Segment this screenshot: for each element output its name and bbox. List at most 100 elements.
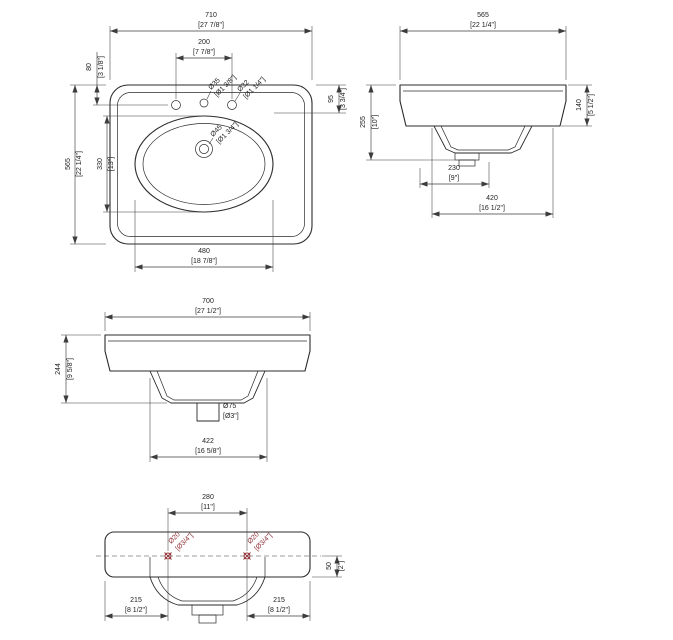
dim-mm-label: 700 — [202, 298, 214, 305]
dim-base-depth: 420 [16 1/2"] — [431, 128, 554, 218]
dim-inch-label: [9"] — [449, 175, 459, 182]
sink-front-profile — [104, 334, 311, 372]
sink-profile — [399, 84, 567, 127]
dim-mm-label: 215 — [273, 597, 285, 604]
bottom-view: Ø20 [Ø3/4"] Ø20 [Ø3/4"] 280 [11"] 215 [8… — [96, 494, 345, 624]
dim-mm-label: 95 — [328, 95, 335, 103]
dim-mm-label: 422 — [202, 438, 214, 445]
label-tap-hole-side: Ø32 [Ø1 1/4"] — [234, 76, 267, 102]
trap-upper — [191, 604, 224, 616]
dim-inch-label: [3 1/8"] — [98, 56, 105, 78]
leader-line — [206, 90, 212, 100]
dim-inch-label: [22 1/4"] — [470, 22, 496, 29]
hole-cross-icon — [243, 552, 251, 560]
dim-tap-offset: 80 [3 1/8"] — [86, 52, 168, 106]
bowl-front-outer — [149, 370, 266, 404]
tap-hole-left — [171, 100, 181, 110]
dim-side-depth: 565 [22 1/4"] — [399, 12, 567, 80]
hole-circle — [164, 552, 172, 560]
dim-front-height: 244 [9 5/8"] — [55, 334, 167, 404]
bowl-profile-inner — [440, 125, 526, 151]
dim-side-margin-right: 215 [8 1/2"] — [246, 560, 311, 621]
sink-inner-rim — [117, 92, 305, 237]
drain-fitting-lower — [458, 159, 476, 167]
dim-hole-to-bottom: 50 [2"] — [312, 555, 345, 578]
dim-mm-label: 565 — [477, 12, 489, 19]
dim-mm-label: 565 — [65, 158, 72, 170]
dim-tap-spacing: 200 [7 7/8"] — [175, 39, 233, 99]
label-fixing-hole-left: Ø20 [Ø3/4"] — [167, 531, 194, 552]
drain-fitting-upper — [454, 152, 480, 161]
plan-view: 710 [27 7/8"] 565 [22 1/4"] 330 [13"] 80… — [65, 12, 347, 272]
fixing-hole-right-mark — [243, 552, 251, 560]
leader-line — [234, 92, 241, 102]
dim-mm-label: 215 — [130, 597, 142, 604]
dim-mm-label: 480 — [198, 248, 210, 255]
dim-side-margin-left: 215 [8 1/2"] — [104, 560, 169, 621]
dim-mm-label: 420 — [486, 195, 498, 202]
dim-inch-label: [2"] — [338, 561, 345, 571]
label-drain-hole: Ø45 [Ø1 3/4"] — [208, 121, 240, 145]
fixing-hole-left-mark — [164, 552, 172, 560]
dim-base-width: 422 [16 5/8"] — [149, 378, 268, 462]
dim-inch-label: [18 7/8"] — [191, 258, 217, 265]
dim-inch-label: [10"] — [372, 115, 379, 129]
dim-mm-label: 140 — [576, 99, 583, 111]
dim-mm-label: 200 — [198, 39, 210, 46]
bowl-outer-edge — [134, 115, 274, 213]
hole-cross-icon — [164, 552, 172, 560]
dim-front-width: 700 [27 1/2"] — [104, 298, 311, 331]
tap-hole-center — [199, 98, 209, 108]
front-view: 700 [27 1/2"] 244 [9 5/8"] Ø75 [Ø3"] 422… — [55, 298, 311, 462]
dim-inch-label: [16 5/8"] — [195, 448, 221, 455]
drain-hole-outer — [195, 140, 213, 158]
dim-mm-label: 80 — [86, 63, 93, 71]
drain-hole-inner — [199, 144, 209, 154]
dim-mm-label: 330 — [97, 158, 104, 170]
side-view: 565 [22 1/4"] 255 [10"] 140 [5 1/2"] 230… — [360, 12, 595, 218]
dim-inch-label: [5 1/2"] — [588, 94, 595, 116]
dim-inch-label: [27 7/8"] — [198, 22, 224, 29]
dim-bowl-depth: 330 [13"] — [97, 115, 207, 213]
dim-side-height: 255 [10"] — [360, 84, 455, 161]
label-fixing-hole-right: Ø20 [Ø3/4"] — [246, 531, 273, 552]
dim-inch-label: [9 5/8"] — [67, 358, 74, 380]
dim-overall-depth: 565 [22 1/4"] — [65, 84, 106, 245]
tap-hole-right — [227, 100, 237, 110]
dim-inch-label: [7 7/8"] — [193, 49, 215, 56]
dim-mm-label: 50 — [326, 562, 333, 570]
dim-drain-offset: 230 [9"] — [419, 162, 490, 188]
label-tap-hole-center: Ø35 [Ø1 3/8"] — [206, 74, 238, 100]
dim-inch-label: [8 1/2"] — [268, 607, 290, 614]
dim-inch-label: [13"] — [108, 157, 115, 171]
bowl-front-inner — [156, 370, 259, 401]
dim-inch-label: [8 1/2"] — [125, 607, 147, 614]
dim-inch-label: [3 3/4"] — [340, 88, 347, 110]
hole-circle — [243, 552, 251, 560]
dim-inch-label: [22 1/4"] — [76, 151, 83, 177]
dim-mm-label: 230 — [448, 165, 460, 172]
drain-pipe — [196, 403, 220, 422]
dim-inch-label: [11"] — [201, 504, 215, 511]
dim-inch-label: [27 1/2"] — [195, 308, 221, 315]
bowl-underside-inner — [157, 576, 258, 602]
dim-inch-label: [16 1/2"] — [479, 205, 505, 212]
sink-back-outline — [104, 531, 311, 578]
dim-fixing-hole-spacing: 280 [11"] — [167, 494, 248, 551]
dim-bowl-width: 480 [18 7/8"] — [134, 200, 274, 272]
dia-mm-label: Ø75 — [223, 403, 236, 410]
label-drain-pipe: Ø75 [Ø3"] — [223, 403, 239, 420]
dim-mm-label: 255 — [360, 116, 367, 128]
leader-line — [208, 137, 214, 145]
dim-mm-label: 280 — [202, 494, 214, 501]
dia-inch-label: [Ø3"] — [223, 413, 239, 420]
sink-outer-rim — [109, 84, 313, 245]
trap-lower — [198, 614, 217, 624]
dim-mm-label: 244 — [55, 363, 62, 375]
bowl-inner-edge — [142, 123, 266, 205]
dim-apron-height: 140 [5 1/2"] — [561, 84, 595, 127]
dim-mm-label: 710 — [205, 12, 217, 19]
bowl-profile-outer — [433, 125, 533, 154]
